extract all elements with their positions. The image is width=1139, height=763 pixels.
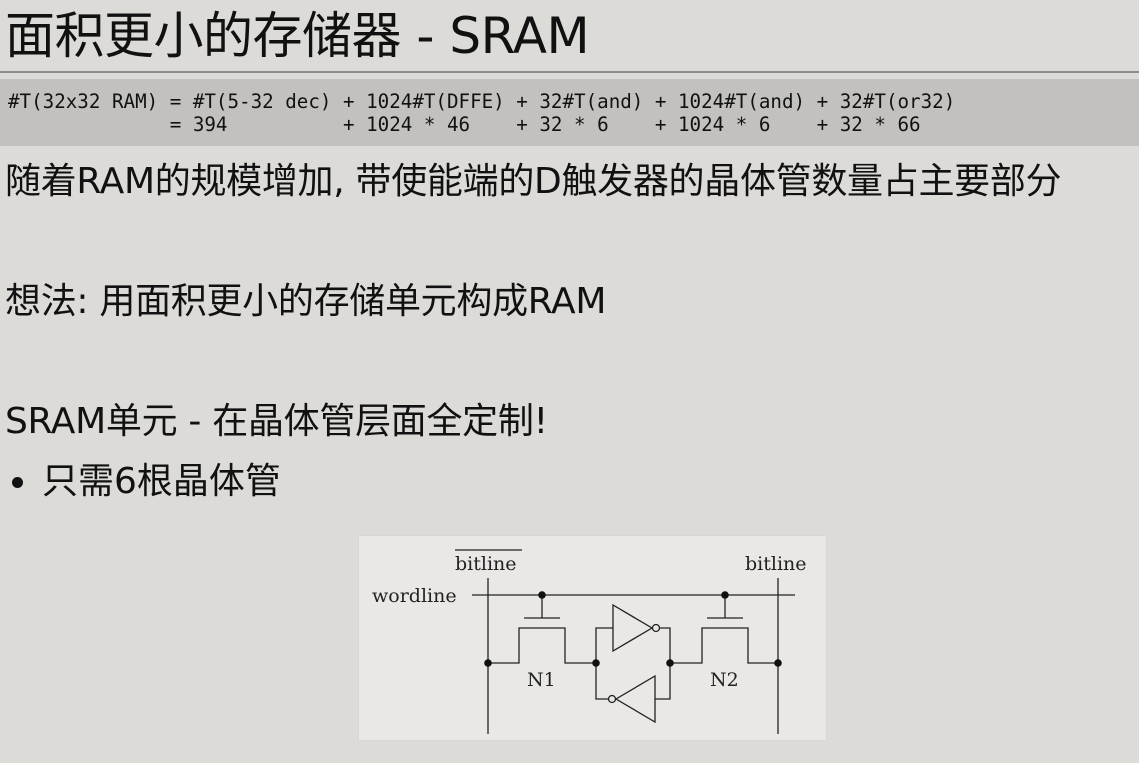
paragraph-sram-cell: SRAM单元 - 在晶体管层面全定制! xyxy=(5,401,548,442)
paragraph-ram-scale: 随着RAM的规模增加, 带使能端的D触发器的晶体管数量占主要部分 xyxy=(5,161,1062,202)
inverter-bottom-output-wire xyxy=(595,663,608,700)
bullet-icon xyxy=(12,477,23,488)
inverter-top xyxy=(612,603,654,653)
inverter-top-output-wire xyxy=(660,627,671,663)
junction-dot xyxy=(721,591,729,599)
title-divider xyxy=(0,71,1139,73)
code-line: #T(32x32 RAM) = #T(5-32 dec) + 1024#T(DF… xyxy=(8,90,956,113)
code-block: #T(32x32 RAM) = #T(5-32 dec) + 1024#T(DF… xyxy=(0,79,1139,146)
n1-label: N1 xyxy=(527,669,556,691)
bullet-text: 只需6根晶体管 xyxy=(42,461,281,502)
slide-title: 面积更小的存储器 - SRAM xyxy=(5,7,590,65)
wordline-label: wordline xyxy=(372,585,457,607)
inverter-top-input-wire xyxy=(595,627,613,663)
inverter-bottom xyxy=(614,674,656,724)
n2-label: N2 xyxy=(710,669,739,691)
sram-cell-diagram: bitline bitline wordline N1 N2 xyxy=(359,536,826,740)
junction-dot xyxy=(774,659,782,667)
sram-circuit-svg: bitline bitline wordline N1 N2 xyxy=(372,549,807,734)
junction-dot xyxy=(666,659,674,667)
junction-dot xyxy=(484,659,492,667)
inverter-bottom-bubble xyxy=(607,694,617,704)
paragraph-idea: 想法: 用面积更小的存储单元构成RAM xyxy=(5,281,607,322)
bitline-label: bitline xyxy=(745,553,807,575)
bitline-bar-label: bitline xyxy=(455,553,517,575)
n1-channel xyxy=(488,627,596,664)
code-line: = 394 + 1024 * 46 + 32 * 6 + 1024 * 6 + … xyxy=(8,113,921,136)
n2-channel xyxy=(670,627,778,664)
junction-dot xyxy=(592,659,600,667)
inverter-top-bubble xyxy=(651,623,661,633)
inverter-bottom-input-wire xyxy=(655,663,671,700)
junction-dot xyxy=(538,591,546,599)
